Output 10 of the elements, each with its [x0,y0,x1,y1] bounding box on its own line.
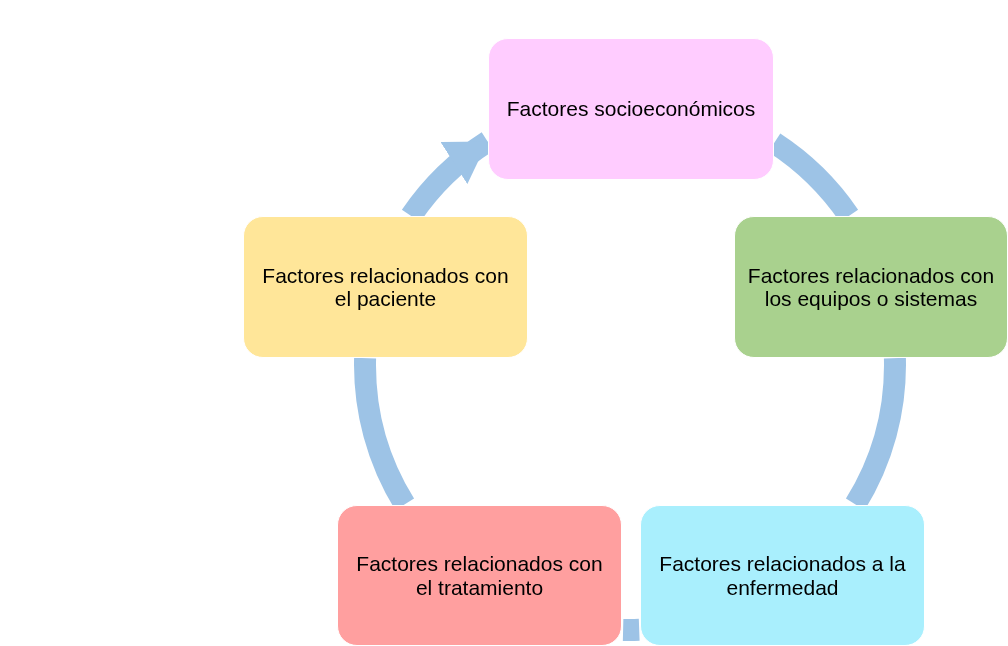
factor-label: Factores socioeconómicos [506,97,756,121]
factor-box [243,216,528,358]
factor-box [337,505,622,646]
factor-box [488,38,774,180]
factor-box [734,216,1008,358]
factor-label: Factores relacionados a la enfermedad [658,552,907,599]
factor-label: Factores relacionados con el paciente [261,263,510,311]
factor-label: Factores relacionados con los equipos o sistemas [746,263,996,311]
factor-box [640,505,925,646]
factor-label: Factores relacionados con el tratamiento [355,552,604,599]
